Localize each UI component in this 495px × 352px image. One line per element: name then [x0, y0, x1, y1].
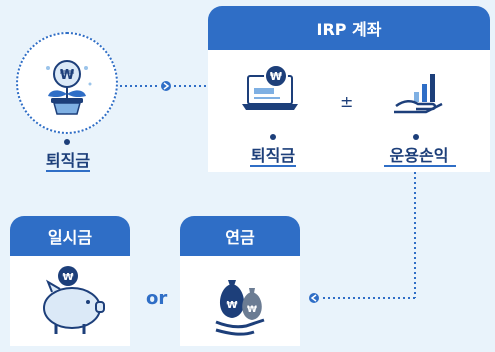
- piggy-bank-icon: ₩: [43, 266, 105, 334]
- flow-arrow-right: [120, 81, 208, 91]
- won-symbol: ₩: [60, 68, 75, 83]
- lump-sum-header: 일시금: [10, 216, 130, 256]
- node-dot: [413, 134, 419, 140]
- lump-sum-title: 일시금: [47, 228, 93, 247]
- money-bags-hand-icon: ₩ ₩: [215, 280, 265, 336]
- node-dot: [270, 134, 276, 140]
- label-underline: [384, 165, 456, 167]
- pension-box: 연금 ₩ ₩: [180, 216, 300, 346]
- won-symbol: ₩: [62, 272, 73, 283]
- retirement-pay-label: 퇴직금: [45, 151, 91, 170]
- pension-title: 연금: [225, 228, 255, 247]
- money-plant-icon: ₩: [46, 60, 92, 115]
- lump-sum-box: 일시금 ₩: [10, 216, 130, 346]
- flow-arrow-down-left: [309, 172, 416, 303]
- pension-body: ₩ ₩: [180, 256, 300, 346]
- irp-retirement-pay-label: 퇴직금: [250, 146, 296, 165]
- irp-account-panel: [208, 50, 490, 172]
- lump-sum-body: ₩: [10, 256, 130, 346]
- label-underline: [46, 170, 90, 172]
- won-symbol: ₩: [226, 300, 237, 311]
- plus-minus-sign: ±: [340, 92, 354, 111]
- irp-account-header: IRP 계좌: [208, 6, 490, 50]
- won-symbol: ₩: [270, 70, 282, 83]
- node-dot: [64, 139, 70, 145]
- retirement-pay-circle: ₩: [16, 32, 118, 134]
- growth-chart-hand-icon: [394, 74, 443, 114]
- investment-gain-loss-label: 운용손익: [389, 146, 449, 165]
- pension-header: 연금: [180, 216, 300, 256]
- laptop-icon: ₩: [242, 64, 298, 110]
- or-connector: or: [146, 288, 168, 309]
- label-underline: [250, 165, 296, 167]
- irp-account-title: IRP 계좌: [316, 20, 382, 39]
- won-symbol: ₩: [247, 305, 257, 315]
